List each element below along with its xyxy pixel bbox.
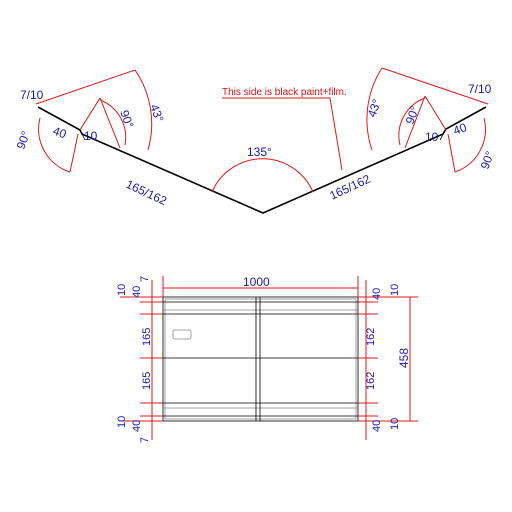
left-arc-90-outer xyxy=(38,117,71,173)
panel-inner xyxy=(164,298,357,420)
center-angle-label: 135° xyxy=(247,145,272,159)
left-ext-line-c xyxy=(99,97,121,149)
left-arc-43 xyxy=(134,69,153,151)
height-label: 458 xyxy=(397,348,411,368)
left-top-40: 40 xyxy=(131,286,143,298)
right-ext-line-b xyxy=(424,95,447,131)
left-length-label: 165/162 xyxy=(124,177,170,208)
left-ext-line-d xyxy=(69,133,79,173)
right-arc-90-outer xyxy=(454,117,486,173)
note-text: This side is black paint+film. xyxy=(222,87,347,98)
left-bot-10: 10 xyxy=(116,416,128,428)
left-bot-40: 40 xyxy=(131,420,143,432)
profile-outline xyxy=(37,106,487,214)
center-arc-135 xyxy=(211,158,314,193)
right-angle-outer-label: 90° xyxy=(478,149,497,171)
right-ext-line-c xyxy=(404,95,426,149)
right-width-40-label: 40 xyxy=(451,120,469,138)
right-angle-top-label: 43° xyxy=(365,97,384,119)
right-mid-162a: 162 xyxy=(365,328,377,346)
label-plate xyxy=(172,329,192,340)
right-bot-10: 10 xyxy=(389,418,401,430)
right-thickness-label: 7/10 xyxy=(468,82,492,96)
plan-view: 1000 458 10 40 7 165 165 10 40 7 40 10 xyxy=(116,275,418,443)
left-ext-line-b xyxy=(79,97,101,131)
panel-outline xyxy=(162,296,359,422)
right-top-10: 10 xyxy=(389,284,401,296)
right-ext-line-d xyxy=(447,133,456,173)
right-bot-40: 40 xyxy=(371,420,383,432)
left-width-40-label: 40 xyxy=(51,124,69,142)
right-angle-inner-label: 90° xyxy=(403,104,422,126)
left-bot-7: 7 xyxy=(139,437,151,443)
right-arc-43 xyxy=(366,67,383,151)
left-thickness-label: 7/10 xyxy=(20,88,44,102)
left-top-10: 10 xyxy=(116,284,128,296)
width-label: 1000 xyxy=(243,275,270,289)
left-mid-165a: 165 xyxy=(141,328,153,346)
right-top-40: 40 xyxy=(371,288,383,300)
left-angle-top-label: 43° xyxy=(147,102,166,124)
right-width-10-label: 10 xyxy=(425,130,439,144)
left-ext-line-a xyxy=(35,69,136,105)
left-angle-outer-label: 90° xyxy=(14,129,33,151)
left-top-7: 7 xyxy=(139,276,151,282)
left-mid-165b: 165 xyxy=(141,372,153,390)
left-flange-tick xyxy=(79,129,86,141)
right-ext-line-a xyxy=(381,67,489,105)
left-arc-90-inner xyxy=(99,99,127,146)
right-flange-tick xyxy=(439,128,447,141)
right-length-label: 165/162 xyxy=(327,172,373,203)
profile-view: This side is black paint+film. 135° 7/10… xyxy=(14,67,497,214)
right-mid-162b: 162 xyxy=(365,372,377,390)
note-leader xyxy=(222,97,343,171)
left-angle-inner-label: 90° xyxy=(117,108,136,130)
left-width-10-label: 10 xyxy=(84,129,98,143)
right-arc-90-inner xyxy=(398,97,426,146)
